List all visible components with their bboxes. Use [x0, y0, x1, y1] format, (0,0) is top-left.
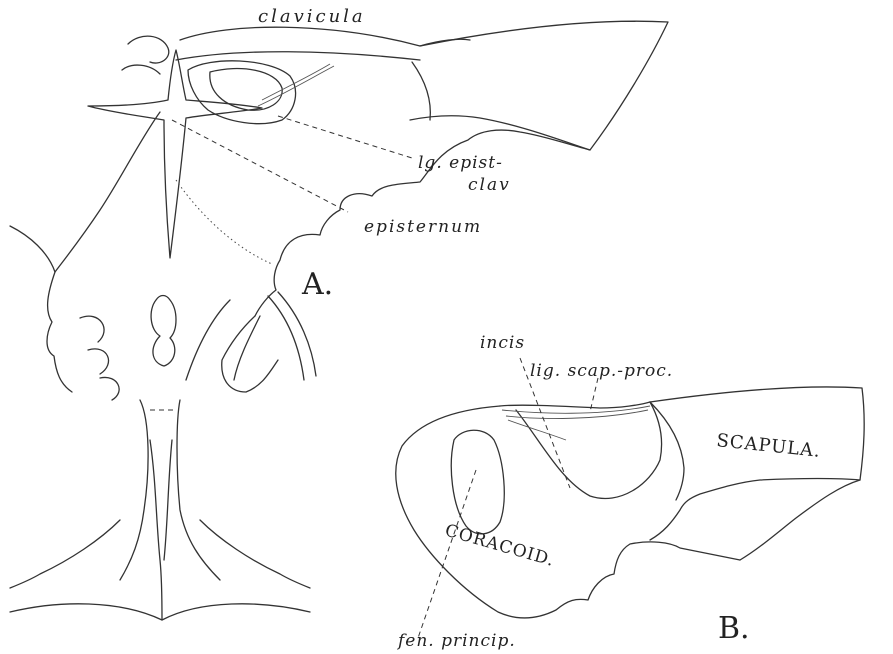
stem-inner: [150, 440, 172, 620]
coracoid-b-outline: [396, 406, 740, 618]
scapula-a-blade: [410, 21, 668, 150]
stem-left: [120, 400, 148, 580]
ligament-a: [258, 64, 334, 106]
branch-left: [10, 520, 120, 588]
rib-right-2: [186, 300, 260, 380]
label-lg-epist-1: lg. epist-: [418, 153, 503, 173]
fenestra-principalis: [451, 430, 504, 534]
label-lg-epist-2: clav: [468, 175, 511, 195]
figure-b: incis lig. scap.-proc. SCAPULA. CORACOID…: [396, 333, 864, 651]
leader-fen: [418, 470, 476, 638]
branch-right: [200, 520, 310, 588]
label-incis: incis: [480, 333, 525, 353]
figure-a: clavicula lg. epist- clav episternum A.: [10, 6, 668, 620]
leader-lig-scap: [590, 378, 598, 412]
label-scapula: SCAPULA.: [715, 430, 821, 462]
rib-hook-3: [100, 377, 119, 400]
fenestra-a: [210, 69, 282, 111]
scapula-b-blade: [650, 387, 864, 540]
leader-episternum: [172, 120, 348, 212]
incisure-b: [516, 402, 662, 498]
sternal-plate-upper: [55, 112, 160, 272]
rib-right-1: [222, 316, 278, 392]
sternal-left-margin: [10, 226, 72, 392]
stem-right: [177, 400, 220, 580]
panel-letter-a: A.: [301, 267, 333, 302]
procoracoid-b: [500, 402, 650, 408]
lower-curve: [10, 604, 310, 620]
rib-right-3: [268, 292, 316, 380]
leader-lg-epist: [278, 116, 412, 158]
xiphisternum-hole: [151, 296, 176, 367]
label-episternum: episternum: [364, 217, 482, 237]
scapula-b-lower: [740, 480, 860, 560]
ligament-b: [502, 406, 650, 440]
sternal-plate-dotted: [176, 180, 272, 264]
procoracoid-a: [188, 61, 296, 124]
label-lig-scap-proc: lig. scap.-proc.: [530, 361, 673, 381]
omosternum-cross: [88, 50, 262, 258]
scapula-b-joint: [650, 402, 684, 500]
clavicle-bar-lower: [176, 52, 420, 60]
panel-letter-b: B.: [718, 611, 750, 646]
label-coracoid: CORACOID.: [443, 521, 557, 571]
rib-hook-1: [80, 316, 104, 342]
scapula-a-blade-inner: [412, 62, 430, 120]
clavicle-bar: [180, 27, 470, 46]
clavicle-medial-end: [122, 36, 169, 74]
rib-hook-2: [88, 349, 109, 374]
label-clavicula: clavicula: [258, 6, 366, 27]
label-fen-princip: fen. princip.: [396, 631, 516, 651]
